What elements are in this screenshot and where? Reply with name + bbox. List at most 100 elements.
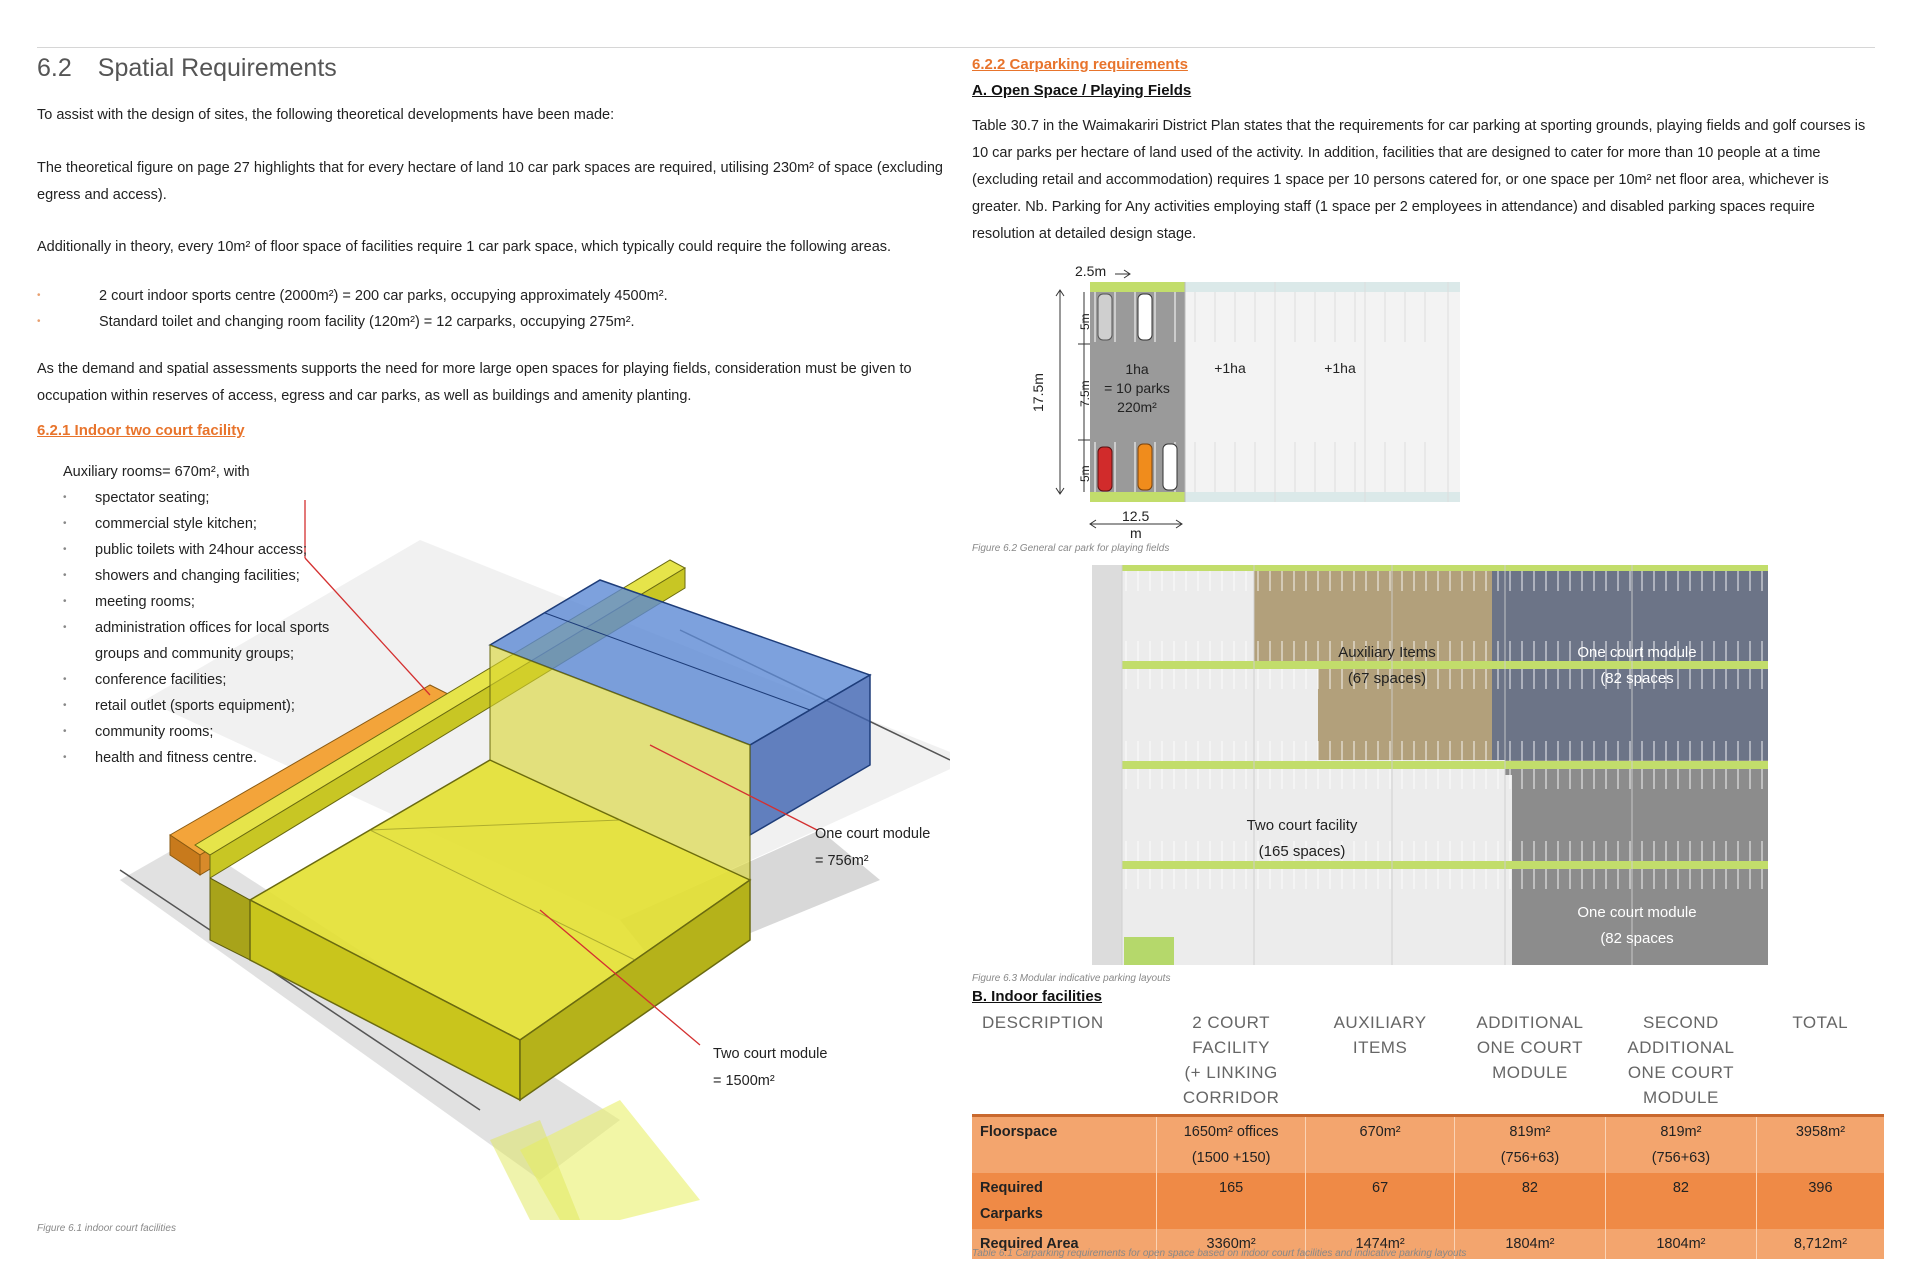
indoor-facilities-heading: B. Indoor facilities [972, 988, 1103, 1005]
cell-line: (1500 +150) [1191, 1150, 1271, 1166]
one-court-label: One court module [815, 826, 931, 842]
car-icon [1137, 443, 1153, 491]
auxiliary-rooms-title: Auxiliary rooms= 670m², with [63, 464, 250, 480]
cell-line: 82 [1521, 1180, 1538, 1196]
table-cell: 1804m² [1453, 1229, 1606, 1259]
header-line: ADDITIONAL [1476, 1013, 1584, 1032]
row-label: Floorspace [972, 1114, 1157, 1173]
list-item: community rooms; [63, 719, 363, 745]
header-line: DESCRIPTION [982, 1013, 1104, 1032]
figure-6-2-caption: Figure 6.2 General car park for playing … [972, 543, 1170, 554]
one-court-module-count: (82 spaces [1600, 930, 1673, 947]
table-column-header: SECOND ADDITIONAL ONE COURT MODULE [1605, 1010, 1756, 1116]
dim-7-5m: 7.5m [1078, 380, 1092, 407]
one-court-module-label: One court module [1577, 644, 1696, 661]
plus-hectare-label: +1ha [1214, 360, 1246, 376]
table-cell: 3958m² [1755, 1114, 1884, 1173]
list-item: showers and changing facilities; [63, 563, 363, 589]
dim-5m-bottom: 5m [1078, 465, 1092, 482]
list-item: commercial style kitchen; [63, 511, 363, 537]
header-line: SECOND [1643, 1013, 1719, 1032]
list-item: meeting rooms; [63, 589, 363, 615]
car-icon [1097, 293, 1113, 341]
header-line: 2 COURT [1192, 1013, 1271, 1032]
dim-17-5m: 17.5m [1030, 373, 1046, 412]
cell-line: 396 [1808, 1180, 1833, 1196]
table-column-header: 2 COURT FACILITY (+ LINKING CORRIDOR [1156, 1010, 1305, 1116]
table-cell: 1474m² [1305, 1229, 1455, 1259]
cell-line: 82 [1672, 1180, 1689, 1196]
row-label-line: Required Area [980, 1236, 1079, 1252]
modular-parking-layout-diagram: Auxiliary Items (67 spaces) One court mo… [1092, 565, 1768, 965]
table-row: Floorspace 1650m² offices (1500 +150) 670m²… [972, 1114, 1884, 1173]
table-cell: 82 [1604, 1173, 1757, 1229]
table-column-header: TOTAL [1756, 1010, 1884, 1116]
header-line: MODULE [1492, 1063, 1568, 1082]
header-line: FACILITY [1192, 1038, 1270, 1057]
cell-line: 670m² [1359, 1124, 1401, 1140]
table-row: Required Area 3360m² 1474m² 1804m² 1804m² 8,7… [972, 1229, 1884, 1259]
table-cell: 819m²(756+63) [1453, 1114, 1606, 1173]
cell-line: 3360m² [1206, 1236, 1256, 1252]
list-item: Standard toilet and changing room facili… [37, 309, 947, 335]
header-line: AUXILIARY [1333, 1013, 1427, 1032]
cell-line: 1650m² offices [1183, 1124, 1279, 1140]
indoor-facility-subheading: 6.2.1 Indoor two court facility [37, 422, 245, 439]
cell-line: 1804m² [1656, 1236, 1706, 1252]
header-line: TOTAL [1792, 1013, 1849, 1032]
table-cell: 8,712m² [1755, 1229, 1884, 1259]
one-court-area: = 756m² [815, 853, 869, 869]
cell-line: 819m² [1660, 1124, 1702, 1140]
row-label-line: Carparks [980, 1206, 1043, 1222]
two-court-callout: Two court module = 1500m² [713, 1041, 827, 1095]
plus-hectare-label: +1ha [1324, 360, 1356, 376]
list-item: 2 court indoor sports centre (2000m²) = … [37, 283, 947, 309]
cell-line: 3958m² [1795, 1124, 1846, 1140]
dim-2-5m: 2.5m [1075, 263, 1106, 279]
two-court-facility-label: Two court facility [1247, 817, 1358, 834]
area-bullet-list: 2 court indoor sports centre (2000m²) = … [37, 283, 947, 335]
list-item: administration offices for local sports … [63, 615, 363, 667]
district-plan-paragraph: Table 30.7 in the Waimakariri District P… [972, 118, 1866, 242]
row-label-line: Required [980, 1180, 1043, 1196]
section-number: 6.2 [37, 54, 72, 82]
cell-line: 8,712m² [1793, 1236, 1848, 1252]
hectare-label-line1: 1ha [1125, 361, 1149, 377]
theory-paragraph: The theoretical figure on page 27 highli… [37, 160, 943, 203]
auxiliary-items-count: (67 spaces) [1348, 670, 1426, 687]
cell-line: (756+63) [1500, 1150, 1560, 1166]
one-court-module-count: (82 spaces [1600, 670, 1673, 687]
table-6-1-caption: Table 6.1 Carparking requirements for op… [972, 1248, 1467, 1259]
cell-line: (756+63) [1651, 1150, 1711, 1166]
cell-line: 1474m² [1355, 1236, 1405, 1252]
auxiliary-items-label: Auxiliary Items [1338, 644, 1436, 661]
header-line: ONE COURT [1627, 1063, 1735, 1082]
table-cell: 819m² (756+63) [1604, 1114, 1757, 1173]
header-line: (+ LINKING [1184, 1063, 1278, 1082]
car-icon [1162, 443, 1178, 491]
one-court-callout: One court module = 756m² [815, 821, 930, 875]
header-line: ADDITIONAL [1627, 1038, 1735, 1057]
top-divider [37, 47, 1875, 48]
table-column-header: DESCRIPTION [972, 1010, 1156, 1116]
list-item: spectator seating; [63, 485, 363, 511]
general-car-park-diagram: 2.5m 17.5m 5m 7.5m 5m 12.5 m 1ha = 10 pa… [1030, 263, 1460, 541]
intro-paragraph: To assist with the design of sites, the … [37, 107, 615, 123]
table-cell: 396 [1755, 1173, 1884, 1229]
table-cell: 3360m² [1155, 1229, 1306, 1259]
table-cell: 1804m² [1604, 1229, 1757, 1259]
carparking-subheading: 6.2.2 Carparking requirements [972, 56, 1188, 73]
header-line: CORRIDOR [1182, 1088, 1280, 1107]
table-cell: 82 [1453, 1173, 1606, 1229]
dim-12-5: 12.5 [1122, 508, 1149, 524]
table-cell: 165 [1155, 1173, 1306, 1229]
two-court-label: Two court module [713, 1046, 828, 1062]
header-line: MODULE [1643, 1088, 1719, 1107]
dim-12-5-unit: m [1130, 525, 1142, 541]
list-item: conference facilities; [63, 667, 363, 693]
